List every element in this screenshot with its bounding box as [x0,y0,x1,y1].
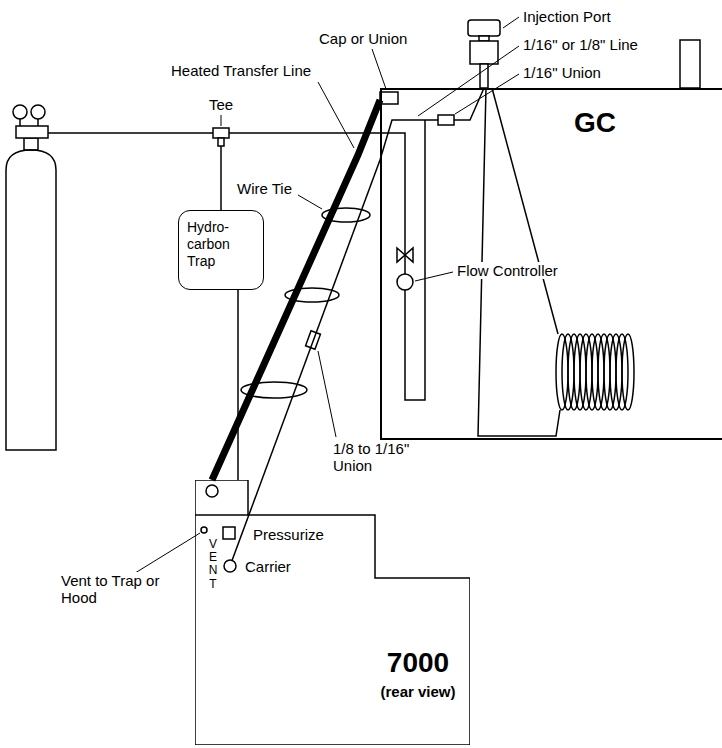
unit-housing: 7000 (rear view) [195,480,470,745]
leader-line [221,115,222,126]
callout-label: 1/16" or 1/8" Line [522,36,639,53]
transfer-line-port [206,485,218,497]
union-fitting [438,115,454,125]
node-label: (rear view) [370,683,466,701]
callout-label: 1/8 to 1/16" Union [332,440,424,474]
callout-label: Heated Transfer Line [170,62,312,79]
callout-label: Flow Controller [456,262,559,279]
leader-line [298,195,322,209]
leader-line [418,46,519,116]
vent-port [201,527,207,533]
cylinder-neck [24,138,38,150]
regulator-gauge [13,105,27,119]
tee-fitting [213,128,229,138]
callout-label: Vent to Trap or Hood [60,572,162,606]
node-label: GC [574,106,634,140]
leader-line [318,82,354,148]
callout-label: Carrier [244,558,292,575]
injection-line [454,88,484,120]
tee-stem [218,138,224,146]
gas-line [237,290,239,480]
callout-label: Cap or Union [318,30,408,47]
leader-line [455,74,519,114]
leader-line [415,272,453,281]
callout-label: Injection Port [522,8,612,25]
carrier-port [224,560,236,572]
unit-outline [195,514,248,516]
trap-box: Hydro- carbon Trap [178,210,264,290]
callout-label: 1/16" Union [522,64,602,81]
callout-label: Pressurize [252,526,325,543]
unit-outline [195,480,470,745]
heated-transfer-line [212,100,380,480]
trap-inlet-line [220,146,222,210]
gas-cylinder [6,150,56,450]
gauge-stem [19,119,21,126]
leader-line [318,351,336,437]
gc-top-box [680,40,700,88]
gauge-stem [37,119,39,126]
column-coil [556,334,634,410]
injection-port-body [470,41,498,64]
leader-line [372,49,386,89]
flow-controller-symbol [397,274,413,290]
node-label: 7000 [370,646,466,680]
injection-port-knob [468,20,500,36]
callout-label: VENT [206,538,220,591]
valve-symbol [397,248,413,262]
regulator-gauge [31,105,45,119]
regulator-body [16,126,48,138]
gas-supply-line [48,120,425,400]
callout-label: Wire Tie [236,180,293,197]
coil-winding [622,334,634,410]
injection-port-neck [480,64,488,88]
pressurize-port [223,527,235,539]
leader-line [503,17,519,28]
column-line [492,88,558,334]
carrier-inner-line [380,120,438,160]
callout-label: Tee [208,96,234,113]
node-label: Hydro- carbon Trap [187,219,255,270]
